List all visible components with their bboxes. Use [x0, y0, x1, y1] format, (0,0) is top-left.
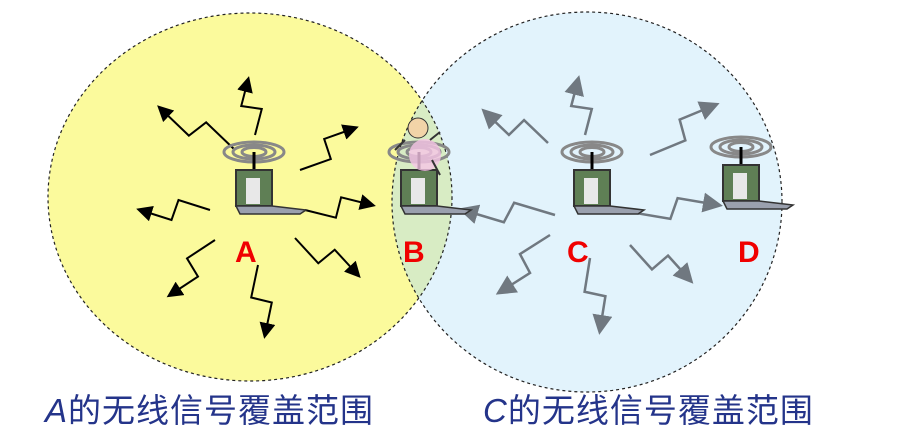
laptop-c[interactable]	[560, 140, 647, 215]
node-label-d: D	[738, 236, 760, 269]
lightning-arrow-icon	[166, 239, 216, 298]
node-label-a: A	[235, 236, 257, 269]
lightning-arrow-icon	[304, 194, 376, 219]
laptop-icon	[399, 169, 474, 215]
range-c-border	[391, 11, 783, 393]
laptop-icon	[572, 169, 647, 215]
caption-c-letter: C	[483, 392, 508, 429]
node-label-c: C	[567, 236, 589, 269]
lightning-arrow-icon	[299, 124, 359, 171]
caption-c-text: 的无线信号覆盖范围	[507, 391, 814, 430]
lightning-arrow-icon	[629, 244, 694, 284]
caption-a-letter: A	[45, 392, 69, 429]
caption-a: A的无线信号覆盖范围	[45, 384, 374, 432]
lightning-arrow-icon	[583, 257, 613, 335]
collision-icon	[394, 117, 441, 176]
lightning-arrow-icon	[495, 233, 551, 295]
lightning-arrow-icon	[649, 101, 720, 157]
node-label-b: B	[403, 236, 425, 269]
laptop-icon	[721, 164, 796, 210]
range-a-border	[47, 12, 453, 382]
lightning-arrow-icon	[564, 75, 594, 136]
lightning-arrow-icon	[136, 198, 211, 222]
lightning-arrow-icon	[237, 76, 264, 136]
caption-a-text: 的无线信号覆盖范围	[68, 391, 375, 430]
lightning-arrow-icon	[481, 108, 549, 144]
lightning-arrow-icon	[294, 237, 361, 278]
lightning-arrow-icon	[458, 201, 556, 224]
caption-c: C的无线信号覆盖范围	[483, 384, 814, 432]
lightning-arrow-icon	[629, 192, 723, 221]
lightning-arrow-icon	[250, 264, 276, 339]
laptop-a[interactable]	[222, 140, 309, 215]
laptop-icon	[234, 169, 309, 215]
laptop-d[interactable]	[709, 135, 796, 210]
lightning-arrow-icon	[157, 105, 236, 151]
